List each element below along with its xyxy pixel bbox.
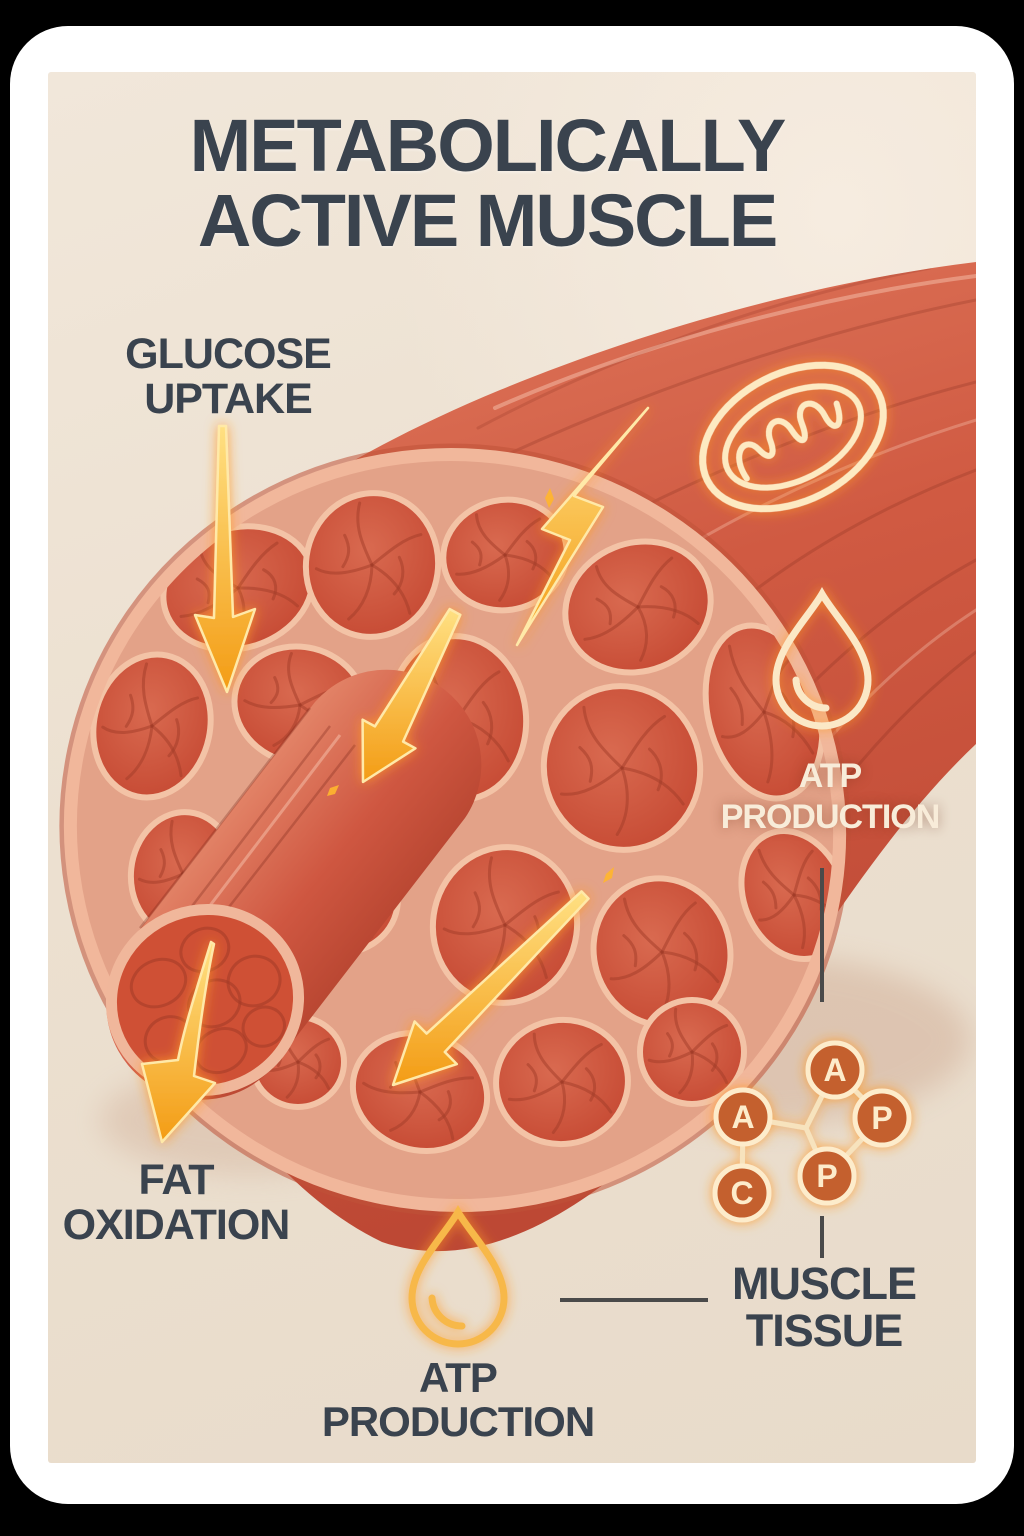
- atp-droplet-right-icon: [772, 587, 872, 730]
- atp-production-bottom-label: ATP PRODUCTION: [321, 1354, 595, 1446]
- molecule-node: [713, 1087, 773, 1147]
- mid-flow-arrow-icon: [361, 607, 462, 784]
- fascicle: [545, 520, 714, 694]
- mitochondria-icon: [699, 361, 887, 513]
- muscle-illustration: A P P A C: [59, 262, 976, 1348]
- title-line-1: METABOLICALLY: [189, 104, 787, 187]
- fat-oxidation-arrow-icon: [140, 940, 217, 1144]
- molecule-node-letter: P: [816, 1158, 837, 1194]
- atp-droplet-bottom-icon: [408, 1205, 508, 1348]
- sparkles: [327, 488, 614, 883]
- page-title: METABOLICALLY ACTIVE MUSCLE: [189, 104, 787, 263]
- molecule-node-letter: C: [730, 1175, 753, 1211]
- illustration-canvas: A P P A C: [48, 72, 976, 1463]
- muscle-tissue-label: MUSCLE TISSUE: [732, 1258, 917, 1357]
- fascicle: [440, 496, 570, 614]
- glucose-uptake-label: GLUCOSE UPTAKE: [125, 330, 332, 424]
- molecule-node-letter: A: [731, 1099, 754, 1135]
- epimysium-rim: [63, 448, 847, 1212]
- molecule-node: [852, 1088, 912, 1148]
- fascicle: [429, 844, 581, 1006]
- title-line-2: ACTIVE MUSCLE: [197, 179, 778, 263]
- fascicle: [540, 683, 704, 853]
- fat-oxidation-label: FAT OXIDATION: [62, 1156, 291, 1250]
- molecule-node-letter: A: [823, 1052, 846, 1088]
- atp-molecule-icon: A P P A C: [712, 1040, 912, 1223]
- fascicle: [302, 490, 442, 640]
- molecule-node: [797, 1146, 857, 1206]
- glucose-uptake-arrow-icon: [193, 424, 257, 694]
- fascicle: [637, 997, 747, 1107]
- molecule-node: [805, 1040, 865, 1100]
- lightning-bolt-icon: [515, 406, 650, 647]
- molecule-node-letter: P: [871, 1100, 892, 1136]
- fascicle: [90, 651, 214, 801]
- fascicle: [493, 1016, 631, 1148]
- molecule-node: [712, 1163, 772, 1223]
- long-flow-arrow-icon: [391, 890, 590, 1087]
- atp-production-right-label: ATP PRODUCTION: [720, 757, 941, 837]
